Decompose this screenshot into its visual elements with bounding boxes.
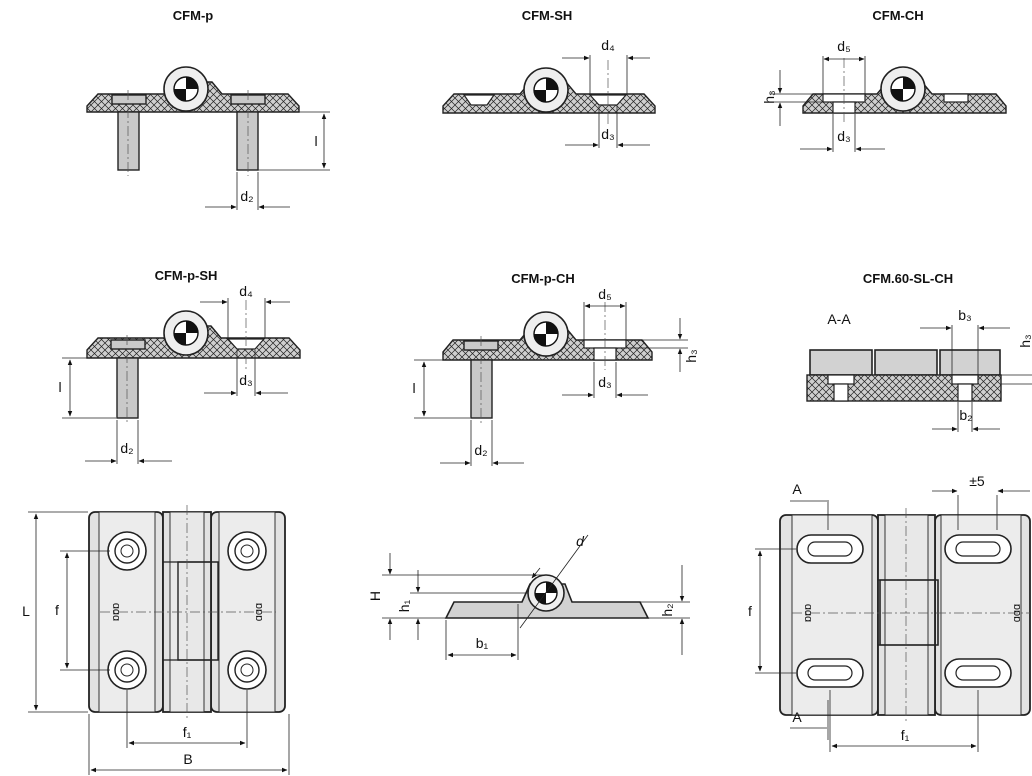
dim-d5: d₅ <box>598 286 611 302</box>
screw-head-left <box>111 94 147 105</box>
leaf-mark-left: ɑɑɑ <box>802 604 814 622</box>
leaf-mark-right: ɑɑɑ <box>1011 604 1023 622</box>
dim-h3: h₃ <box>761 90 777 104</box>
dim-f: f <box>55 602 59 618</box>
mounting-slot-bottom-left <box>796 658 864 688</box>
leaf-mark-left: ɑɑɑ <box>110 603 122 621</box>
title-cfm-60-sl-ch: CFM.60-SL-CH <box>863 271 953 286</box>
dim-d2: d₂ <box>240 188 253 204</box>
dim-f: f <box>748 603 752 619</box>
dim-b1: b₁ <box>476 635 489 651</box>
dim-B: B <box>183 751 192 767</box>
title-cfm-sh: CFM-SH <box>522 8 573 23</box>
leaf-mark-right: ɑɑɑ <box>253 603 265 621</box>
section-marker-top: A <box>792 481 802 497</box>
view-cfm-60-sl-ch-section: CFM.60-SL-CH A-A b₃ b₂ h₃ <box>806 271 1032 432</box>
knuckle-center <box>874 349 938 376</box>
dim-L: L <box>22 603 30 619</box>
mounting-hole-top-left <box>107 531 147 571</box>
dim-h2: h₂ <box>659 603 675 616</box>
dim-l: l <box>314 133 317 149</box>
view-cfm-p: CFM-p l d₂ <box>86 8 330 210</box>
tolerance-slot: ±5 <box>969 473 985 489</box>
dim-b3: b₃ <box>958 307 972 323</box>
dim-d3: d₃ <box>239 372 253 388</box>
mounting-hole-top-right <box>227 531 267 571</box>
knuckle-left <box>809 349 873 376</box>
dim-d3: d₃ <box>601 126 615 142</box>
dim-H: H <box>367 591 383 601</box>
mounting-slot-top-left <box>796 534 864 564</box>
dim-d2: d₂ <box>120 440 133 456</box>
dim-l: l <box>412 380 415 396</box>
dim-d4: d₄ <box>601 37 615 53</box>
dim-d5: d₅ <box>837 38 850 54</box>
view-side: d H h₁ h₂ b₁ <box>367 533 690 660</box>
threaded-stud-right <box>236 111 259 171</box>
dim-h3-section: h₃ <box>1017 334 1032 348</box>
view-cfm-p-ch: CFM-p-CH d₅ d₃ h₃ l d₂ <box>412 271 699 466</box>
dim-d2: d₂ <box>474 442 487 458</box>
mounting-slot-bottom-right <box>944 658 1012 688</box>
dim-b2: b₂ <box>959 407 972 423</box>
mounting-hole-bottom-right <box>227 650 267 690</box>
screw-head <box>110 339 146 350</box>
section-label: A-A <box>827 311 851 327</box>
dim-h1: h₁ <box>396 599 412 612</box>
title-cfm-p-sh: CFM-p-SH <box>155 268 218 283</box>
dim-h3: h₃ <box>683 349 699 363</box>
dim-d3: d₃ <box>837 128 851 144</box>
view-plan-slotted: ɑɑɑ ɑɑɑ A A ±5 f f₁ <box>748 473 1031 752</box>
view-plan-standard: ɑɑɑ ɑɑɑ L f f₁ B <box>22 505 290 775</box>
title-cfm-p-ch: CFM-p-CH <box>511 271 575 286</box>
view-cfm-ch: CFM-CH d₅ h₃ d₃ <box>761 8 1007 152</box>
title-cfm-p: CFM-p <box>173 8 213 23</box>
view-cfm-sh: CFM-SH d₄ d₃ <box>442 8 656 148</box>
mounting-hole-bottom-left <box>107 650 147 690</box>
dim-d: d <box>576 533 585 549</box>
knuckle-right <box>939 349 1001 376</box>
dim-f1: f₁ <box>183 724 192 740</box>
dim-f1: f₁ <box>901 727 910 743</box>
section-marker-bottom: A <box>792 709 802 725</box>
threaded-stud-left <box>117 111 140 171</box>
view-cfm-p-sh: CFM-p-SH d₄ d₃ l d₂ <box>58 268 301 464</box>
mounting-slot-top-right <box>944 534 1012 564</box>
threaded-stud <box>116 357 139 419</box>
dim-d3: d₃ <box>598 374 612 390</box>
threaded-stud <box>470 359 493 419</box>
dim-d4: d₄ <box>239 283 253 299</box>
title-cfm-ch: CFM-CH <box>872 8 923 23</box>
dim-l: l <box>58 379 61 395</box>
